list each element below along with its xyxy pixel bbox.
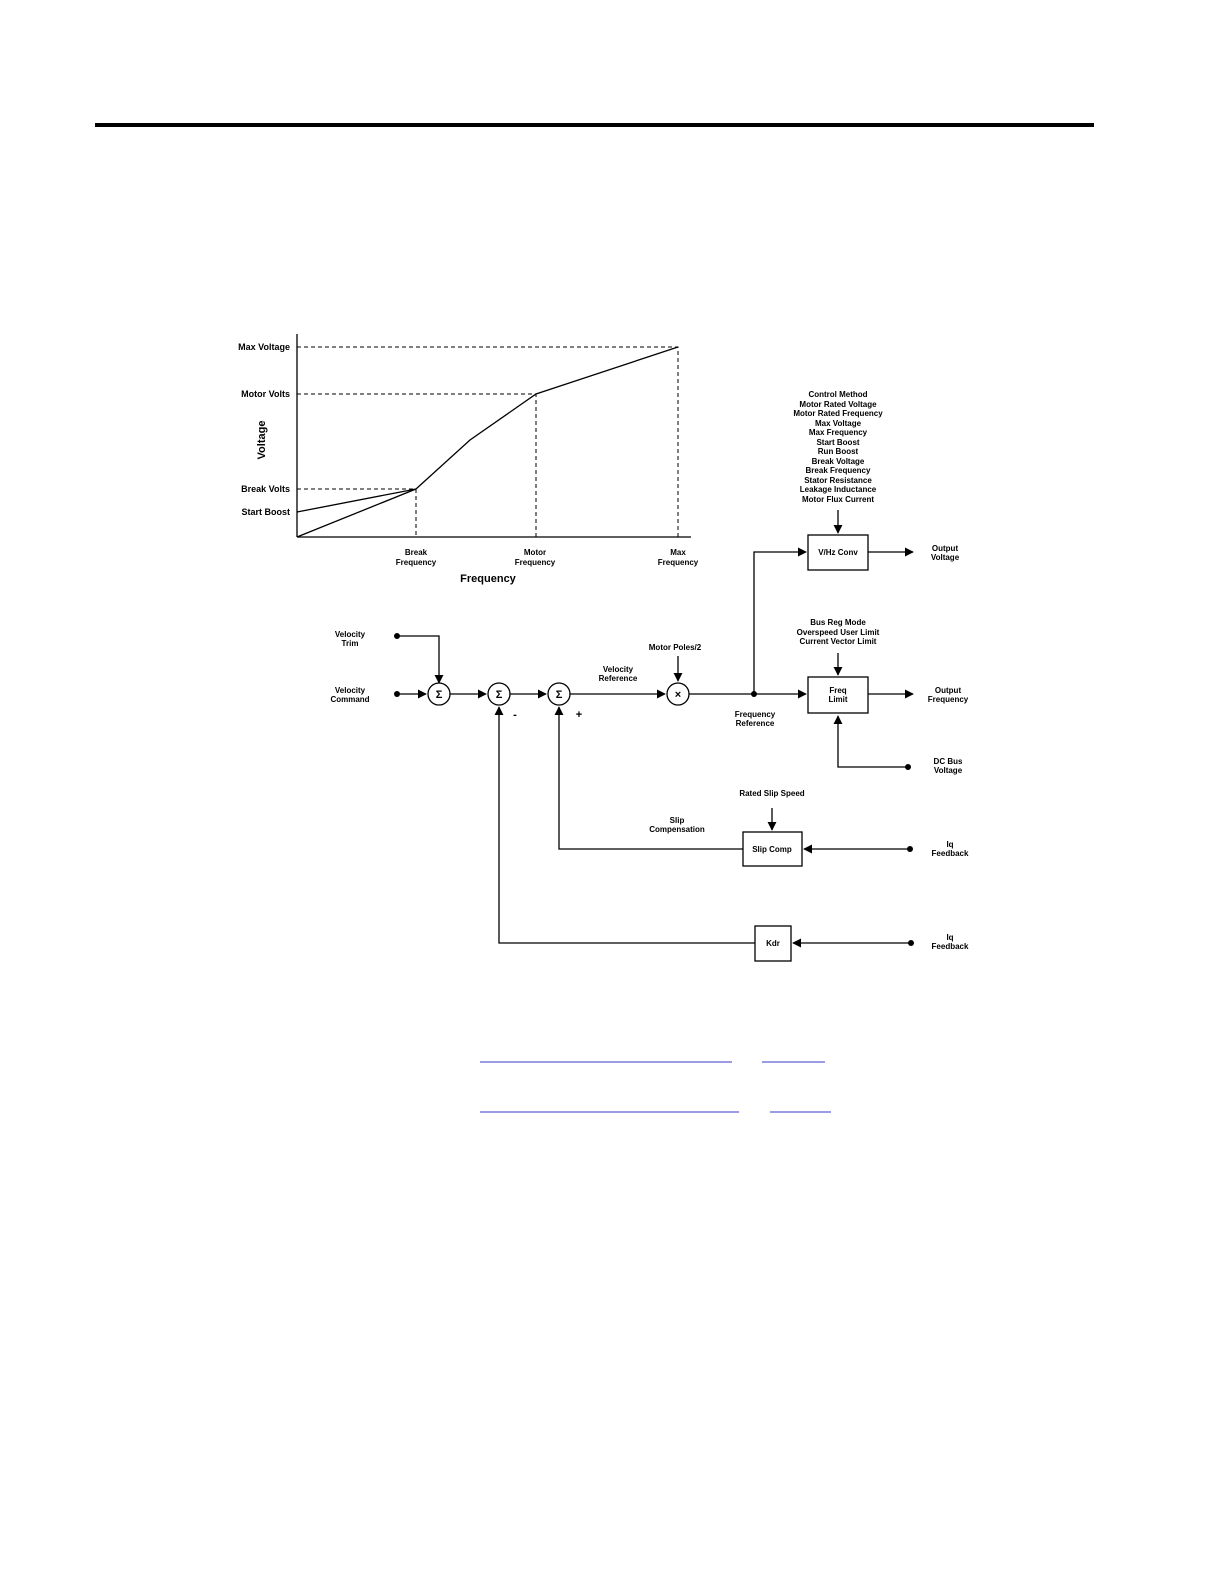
iq-feedback-2-label-l1: Iq: [946, 933, 953, 942]
plus-sign: +: [576, 709, 582, 721]
velocity-command-label-l1: Velocity: [335, 686, 366, 695]
x-tick-break-l1: Break: [405, 548, 428, 557]
vhz-param: Motor Rated Voltage: [799, 400, 877, 409]
freq-limit-param: Bus Reg Mode: [810, 618, 866, 627]
y-tick-start-boost: Start Boost: [241, 507, 290, 517]
vhz-param: Max Frequency: [809, 428, 868, 437]
vhz-param: Motor Flux Current: [802, 495, 874, 504]
vhz-conv-label: V/Hz Conv: [818, 548, 858, 557]
freq-limit-block: [807, 676, 869, 714]
output-voltage-label-l1: Output: [932, 544, 959, 553]
max-voltage-guide: [297, 346, 679, 537]
y-tick-max-voltage: Max Voltage: [238, 342, 290, 352]
velocity-trim-line: [397, 635, 444, 684]
vhz-curve-linear: [296, 488, 417, 538]
freq-limit-param: Current Vector Limit: [800, 637, 877, 646]
reference-links: [480, 1061, 831, 1113]
frequency-reference-junction: [751, 691, 757, 697]
y-axis-title: Voltage: [256, 421, 268, 460]
sum-symbol-2: Σ: [496, 689, 503, 701]
sum-symbol-3: Σ: [556, 689, 563, 701]
slip-compensation-label-l2: Compensation: [649, 825, 705, 834]
dc-bus-label-l2: Voltage: [934, 766, 963, 775]
freq-limit-label-l2: Limit: [828, 695, 847, 704]
x-tick-max-l2: Frequency: [658, 558, 699, 567]
x-tick-motor-l1: Motor: [524, 548, 546, 557]
vhz-conv-block: [807, 534, 869, 571]
frequency-reference-label-l1: Frequency: [735, 710, 776, 719]
block-diagram: Control Method Motor Rated Voltage Motor…: [330, 390, 969, 962]
kdr-to-sum2-line: [494, 706, 755, 944]
motor-poles-label: Motor Poles/2: [649, 643, 702, 652]
vhz-param: Break Frequency: [806, 466, 871, 475]
dc-bus-to-freq-limit-line: [833, 715, 908, 768]
vhz-param: Break Voltage: [812, 457, 865, 466]
velocity-trim-label-l1: Velocity: [335, 630, 366, 639]
minus-sign: -: [513, 709, 517, 721]
vhz-param: Leakage Inductance: [800, 485, 877, 494]
vhz-param: Start Boost: [816, 438, 859, 447]
velocity-trim-label-l2: Trim: [342, 639, 359, 648]
x-tick-motor-l2: Frequency: [515, 558, 556, 567]
kdr-label: Kdr: [766, 939, 780, 948]
y-tick-motor-volts: Motor Volts: [241, 389, 290, 399]
velocity-reference-label-l1: Velocity: [603, 665, 634, 674]
iq-feedback-2-label-l2: Feedback: [932, 942, 969, 951]
vhz-param: Stator Resistance: [804, 476, 872, 485]
slip-comp-label: Slip Comp: [752, 845, 792, 854]
x-axis-title: Frequency: [460, 573, 517, 585]
freq-ref-to-vhz-line: [753, 547, 807, 694]
sum-symbol-1: Σ: [436, 689, 443, 701]
iq-feedback-1-label-l1: Iq: [946, 840, 953, 849]
slip-compensation-label-l1: Slip: [670, 816, 685, 825]
vhz-param: Motor Rated Frequency: [793, 409, 883, 418]
vhz-param: Max Voltage: [815, 419, 862, 428]
vhz-chart: Max Voltage Motor Volts Break Volts Star…: [238, 334, 699, 585]
rated-slip-speed-label: Rated Slip Speed: [739, 789, 804, 798]
slip-comp-block: [742, 831, 803, 867]
freq-limit-param: Overspeed User Limit: [797, 628, 880, 637]
vhz-param-list: Control Method Motor Rated Voltage Motor…: [793, 390, 883, 504]
output-frequency-label-l1: Output: [935, 686, 962, 695]
header-rule: [95, 123, 1094, 127]
x-tick-max-l1: Max: [670, 548, 686, 557]
velocity-command-label-l2: Command: [330, 695, 369, 704]
output-voltage-label-l2: Voltage: [931, 553, 960, 562]
iq-feedback-1-label-l2: Feedback: [932, 849, 969, 858]
motor-volts-guide: [297, 393, 537, 537]
velocity-reference-label-l2: Reference: [599, 674, 638, 683]
dc-bus-label-l1: DC Bus: [934, 757, 963, 766]
vhz-param: Control Method: [808, 390, 867, 399]
frequency-reference-label-l2: Reference: [736, 719, 775, 728]
y-tick-break-volts: Break Volts: [241, 484, 290, 494]
slip-comp-to-sum3-line: [554, 706, 743, 850]
freq-limit-label-l1: Freq: [829, 686, 846, 695]
multiply-symbol: ×: [675, 689, 681, 701]
vhz-curve-boost: [296, 346, 679, 513]
x-tick-break-l2: Frequency: [396, 558, 437, 567]
vhz-param: Run Boost: [818, 447, 859, 456]
output-frequency-label-l2: Frequency: [928, 695, 969, 704]
